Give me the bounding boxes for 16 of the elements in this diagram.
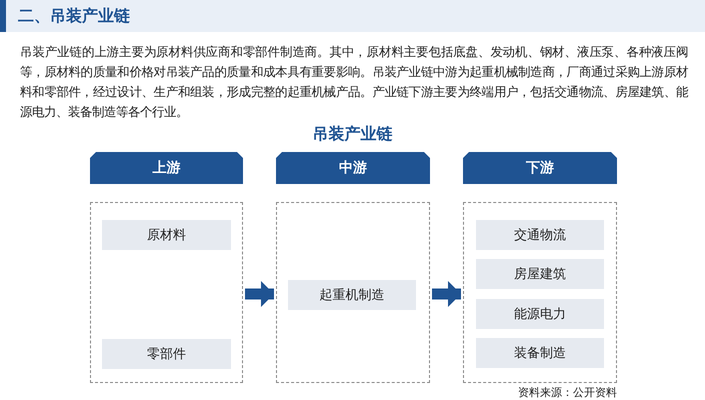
description-paragraph: 吊装产业链的上游主要为原材料供应商和零部件制造商。其中，原材料主要包括底盘、发动机、钢材、液压泵、各种液压阀等，原材料的质量和价格对吊装产品的质量和成本具有重要影响。吊装产业链中游为起重机械制造商，厂商通过采购上游原材料和零部件，经过设计、生产和组装，形成完整的起重机械产品。产业链下游主要为终端用户，包括交通物流、房屋建筑、能源电力、装备制造等各个行业。 — [20, 43, 688, 121]
column-header: 中游 — [276, 152, 430, 184]
item-box: 原材料 — [102, 220, 231, 250]
arrow — [432, 281, 461, 307]
item-box: 装备制造 — [476, 338, 604, 368]
title: 二、吊装产业链 — [18, 6, 130, 27]
source-note: 资料来源：公开资料 — [518, 385, 617, 400]
chart-title: 吊装产业链 — [312, 124, 394, 145]
item-box: 交通物流 — [476, 220, 604, 250]
column-header: 下游 — [463, 152, 617, 184]
item-box: 起重机制造 — [288, 280, 416, 310]
arrow — [245, 281, 274, 307]
column-header: 上游 — [90, 152, 243, 184]
item-box: 能源电力 — [476, 299, 604, 329]
item-box: 零部件 — [102, 339, 231, 369]
item-box: 房屋建筑 — [476, 259, 604, 289]
